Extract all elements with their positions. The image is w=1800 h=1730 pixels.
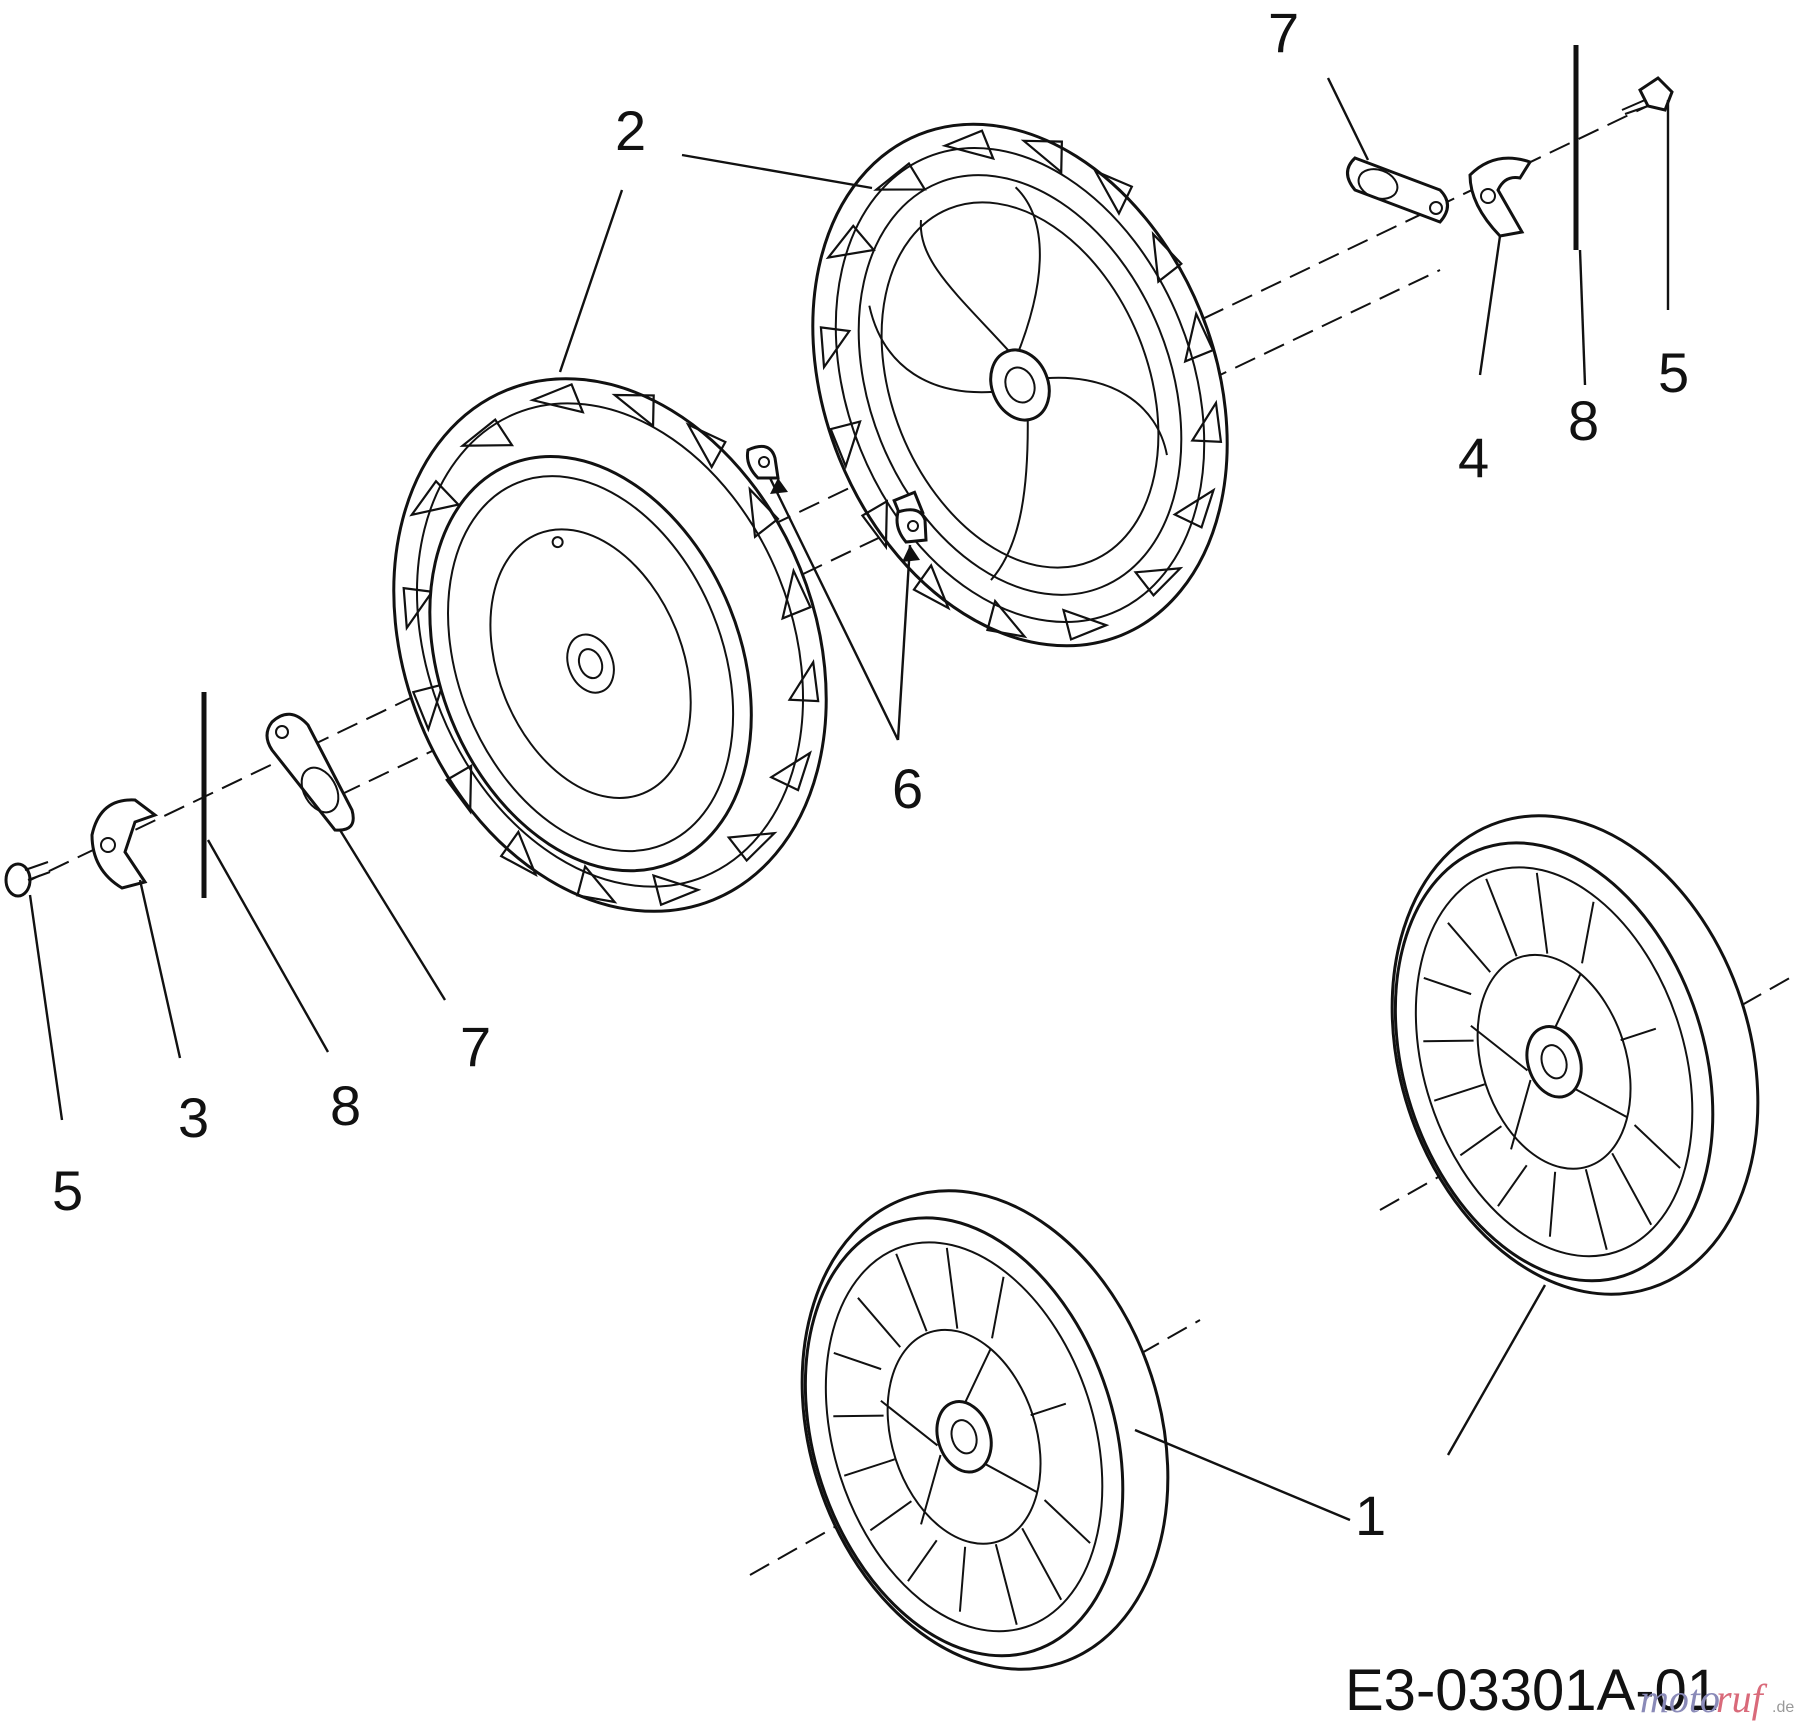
callout-3: 3 bbox=[178, 1086, 209, 1149]
watermark-part-1: moto bbox=[1640, 1676, 1720, 1721]
bolt-5-left bbox=[4, 861, 51, 898]
callout-1: 1 bbox=[1355, 1484, 1386, 1547]
leader-lines bbox=[28, 77, 1670, 1522]
wheel-1-left bbox=[800, 1189, 1170, 1671]
callout-7-top: 7 bbox=[1268, 1, 1299, 64]
watermark-part-3: .de bbox=[1772, 1699, 1794, 1716]
watermark-logo: moto ruf .de bbox=[1640, 1676, 1794, 1721]
washer-plate-7-top bbox=[1346, 156, 1449, 224]
clip-6-a bbox=[746, 444, 780, 480]
callout-8-right: 8 bbox=[1568, 389, 1599, 452]
callout-2-top: 2 bbox=[615, 99, 646, 162]
callout-6: 6 bbox=[892, 757, 923, 820]
hub-cap-3 bbox=[90, 798, 159, 890]
clip-6-b bbox=[895, 508, 928, 544]
callout-7-left: 7 bbox=[460, 1015, 491, 1078]
washer-plate-7-left bbox=[265, 712, 355, 832]
callout-5-left: 5 bbox=[52, 1159, 83, 1222]
wheel-2-front bbox=[392, 377, 828, 913]
callout-4: 4 bbox=[1458, 426, 1489, 489]
callout-8-left: 8 bbox=[330, 1074, 361, 1137]
wheel-1-right bbox=[1390, 814, 1760, 1296]
wheel-2-rear bbox=[811, 122, 1229, 648]
hub-cap-4 bbox=[1468, 156, 1533, 238]
callout-5-right: 5 bbox=[1658, 341, 1689, 404]
bolt-5-top bbox=[1621, 76, 1674, 115]
drawing-code: E3-03301A-01 bbox=[1345, 1658, 1719, 1723]
watermark-part-2: ruf bbox=[1716, 1676, 1768, 1721]
